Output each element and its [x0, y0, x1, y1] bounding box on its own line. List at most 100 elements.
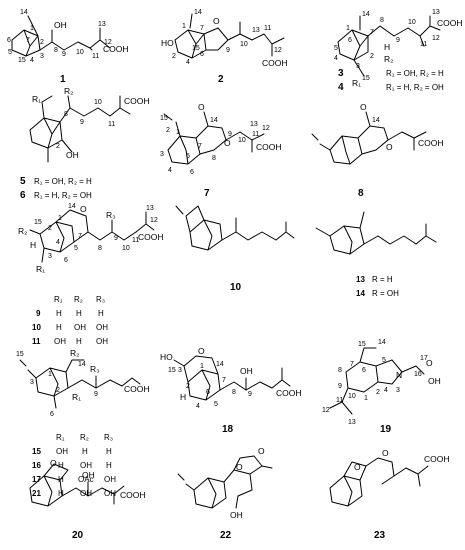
c19-num-15: 15 [358, 341, 366, 348]
t9-row-10-r3: OH [96, 323, 108, 332]
c5-r-definition: R₁ = OH, R₂ = H [34, 177, 92, 186]
c9-num-10: 10 [122, 245, 130, 252]
t9-header-r1: R₁ [54, 295, 63, 304]
c18-num-1: 1 [200, 363, 204, 370]
c9-num-5: 5 [74, 245, 78, 252]
c1-num-6: 6 [7, 37, 11, 44]
c2-num-11: 11 [264, 25, 271, 32]
compound-9-11-structure: R₂ O R₁ R₃ COOH H 1 2 3 4 5 6 7 8 9 10 1… [18, 203, 164, 346]
c1-num-12: 12 [104, 39, 112, 46]
c5-num-11: 11 [108, 121, 115, 128]
t15-row-16-r2: OH [80, 461, 92, 470]
compound-label-11: 11 [32, 337, 41, 346]
c18-num-2: 2 [186, 383, 190, 390]
c3-num-10: 10 [408, 19, 416, 26]
compound-label-16: 16 [32, 461, 41, 470]
t15-row-17-r2: OAc [78, 475, 94, 484]
c15-num-14: 14 [78, 361, 86, 368]
c2-atom-ho: HO [161, 38, 174, 48]
compound-1-structure: 14 OH 13 COOH 6 5 4 3 2 7 1 8 9 10 11 12… [7, 9, 129, 85]
c7-num-14: 14 [210, 117, 218, 124]
c3-num-6: 6 [348, 37, 352, 44]
c18-num-7: 7 [222, 377, 226, 384]
c5-atom-cooh: COOH [124, 96, 150, 106]
c3-num-3: 3 [356, 63, 360, 70]
compound-label-4: 4 [338, 82, 344, 93]
compound-label-20: 20 [72, 530, 84, 541]
c2-atom-o: O [213, 16, 220, 26]
c18-num-5: 5 [214, 401, 218, 408]
t9-row-11-r2: H [76, 337, 82, 346]
c1-atom-cooh: COOH [103, 44, 129, 54]
c7-num-2: 2 [166, 127, 170, 134]
c9-num-9: 9 [114, 235, 118, 242]
compound-label-15: 15 [32, 447, 41, 456]
t15-row-17-r3: OH [104, 475, 116, 484]
c19-num-16: 16 [414, 371, 422, 378]
c9-atom-r1: R₁ [36, 264, 45, 274]
compound-label-23: 23 [374, 530, 386, 541]
c3-num-9: 9 [396, 37, 400, 44]
c1-num-14: 14 [20, 9, 28, 16]
compound-19-structure: N O OH 1 2 3 4 5 6 7 8 9 10 11 12 13 14 … [322, 339, 441, 435]
c5-atom-oh: OH [66, 150, 79, 160]
c9-num-1: 1 [58, 215, 62, 222]
c2-atom-cooh: COOH [262, 58, 288, 68]
c5-num-8: 8 [64, 111, 68, 118]
c20-atom-o: O [50, 458, 57, 468]
c2-num-7: 7 [200, 25, 204, 32]
c3-num-11: 11 [420, 41, 427, 48]
c3-atom-h: H [384, 42, 390, 52]
c9-atom-r2: R₂ [18, 226, 27, 236]
compound-label-1: 1 [60, 74, 66, 85]
c15-atom-r3: R₃ [90, 364, 100, 374]
c1-num-9: 9 [62, 51, 66, 58]
t9-row-9-r3: H [98, 309, 104, 318]
t15-row-15-r3: H [106, 447, 112, 456]
c19-num-9: 9 [338, 383, 342, 390]
c3-num-13: 13 [432, 9, 440, 16]
c3-num-12: 12 [432, 35, 440, 42]
compound-23-structure: O O COOH 23 [329, 448, 450, 541]
t15-header-r3: R₃ [104, 433, 113, 442]
c23-atom-cooh: COOH [424, 454, 450, 464]
c2-num-15: 15 [192, 45, 200, 52]
c23-atom-o-right: O [382, 448, 389, 458]
c7-num-8: 8 [212, 155, 216, 162]
c1-num-8: 8 [54, 47, 58, 54]
c9-num-4: 4 [56, 239, 60, 246]
c19-num-3: 3 [396, 387, 400, 394]
c15-num-1: 1 [48, 371, 52, 378]
c8-atom-o-methoxy: O [360, 102, 367, 112]
c7-num-10: 10 [238, 137, 246, 144]
t9-row-9-r2: H [76, 309, 82, 318]
c9-atom-r3: R₃ [106, 210, 116, 220]
c3-atom-cooh: COOH [437, 18, 463, 28]
compound-7-structure: O O COOH 1 2 3 4 5 6 7 8 9 10 11 12 13 1… [160, 102, 282, 199]
compound-label-5: 5 [20, 176, 26, 187]
c1-num-15: 15 [18, 57, 26, 64]
c15-num-3: 3 [30, 379, 34, 386]
c2-num-1: 1 [182, 23, 186, 30]
c18-atom-ho: HO [160, 352, 173, 362]
t9-row-10-r1: H [56, 323, 62, 332]
t15-row-15-r2: H [82, 447, 88, 456]
c15-atom-cooh: COOH [124, 384, 150, 394]
t15-row-21-r3: OH [104, 489, 116, 498]
compound-label-9: 9 [36, 309, 41, 318]
c2-num-13: 13 [252, 27, 260, 34]
c3-num-4: 4 [334, 55, 338, 62]
t15-row-21-r2: OH [80, 489, 92, 498]
c19-num-13: 13 [348, 419, 356, 426]
compound-label-18: 18 [222, 424, 234, 435]
c3-atom-r2: R₂ [384, 54, 393, 64]
c1-num-7: 7 [26, 37, 30, 44]
compound-label-21: 21 [32, 489, 41, 498]
compound-2-structure: HO O COOH 1 7 6 4 2 14 15 9 10 13 11 12 … [161, 9, 288, 85]
c23-atom-o-left: O [354, 462, 361, 472]
c5-num-9: 9 [80, 119, 84, 126]
c9-num-7: 7 [78, 233, 82, 240]
c7-atom-o-ring: O [224, 138, 231, 148]
c19-num-14: 14 [378, 339, 386, 346]
